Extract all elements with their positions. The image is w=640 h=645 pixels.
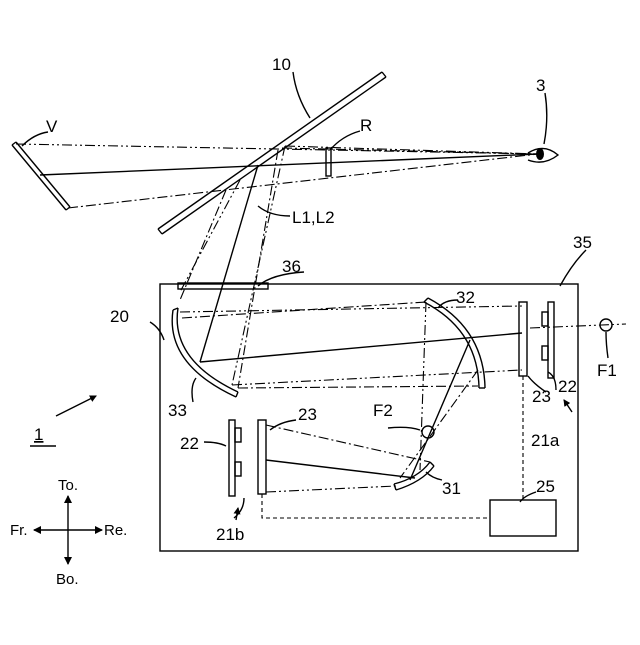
compass-bottom-label: Bo. xyxy=(56,571,79,588)
label-window: 36 xyxy=(282,257,301,276)
compass-left-label: Fr. xyxy=(10,522,28,539)
internal-rays xyxy=(180,302,626,492)
label-mirror-31: 31 xyxy=(442,479,461,498)
leader-lines xyxy=(22,72,608,518)
label-windshield: 10 xyxy=(272,55,291,74)
label-figure-number: 1 xyxy=(34,425,43,444)
controller-box xyxy=(490,500,556,536)
label-focal-f2: F2 xyxy=(373,401,393,420)
screen-23-left xyxy=(258,420,266,494)
label-mirror-33: 33 xyxy=(168,401,187,420)
label-controller: 25 xyxy=(536,477,555,496)
label-panel-22-left: 22 xyxy=(180,434,199,453)
label-panel-22-right: 22 xyxy=(558,377,577,396)
compass-right-label: Re. xyxy=(104,522,127,539)
mirror-33 xyxy=(172,308,238,397)
case-housing xyxy=(160,284,578,551)
direction-compass xyxy=(34,496,102,564)
label-screen-23-left: 23 xyxy=(298,405,317,424)
lower-light-rays xyxy=(180,146,285,388)
label-virtual-image: V xyxy=(46,117,58,136)
screen-23-right xyxy=(519,302,527,376)
label-light: L1,L2 xyxy=(292,208,335,227)
control-wires xyxy=(262,376,523,518)
panel-22-left xyxy=(229,420,241,496)
panel-22-right xyxy=(542,302,554,378)
unit-21a-arrow xyxy=(564,400,572,412)
label-display-device: 3 xyxy=(536,76,545,95)
compass-top-label: To. xyxy=(58,477,78,494)
figure-arrow xyxy=(56,396,96,416)
label-unit-21b: 21b xyxy=(216,525,244,544)
label-mirror-32: 32 xyxy=(456,288,475,307)
label-housing-unit: 20 xyxy=(110,307,129,326)
label-real-object: R xyxy=(360,116,372,135)
focal-point-f2 xyxy=(422,426,434,438)
label-screen-23-right: 23 xyxy=(532,387,551,406)
unit-21b-arrow xyxy=(236,508,238,520)
windshield-plate xyxy=(158,72,386,234)
virtual-image-plane xyxy=(12,142,70,210)
label-case: 35 xyxy=(573,233,592,252)
eye-icon xyxy=(528,148,558,162)
label-unit-21a: 21a xyxy=(531,431,560,450)
real-object xyxy=(326,148,331,176)
label-focal-f1: F1 xyxy=(597,361,617,380)
